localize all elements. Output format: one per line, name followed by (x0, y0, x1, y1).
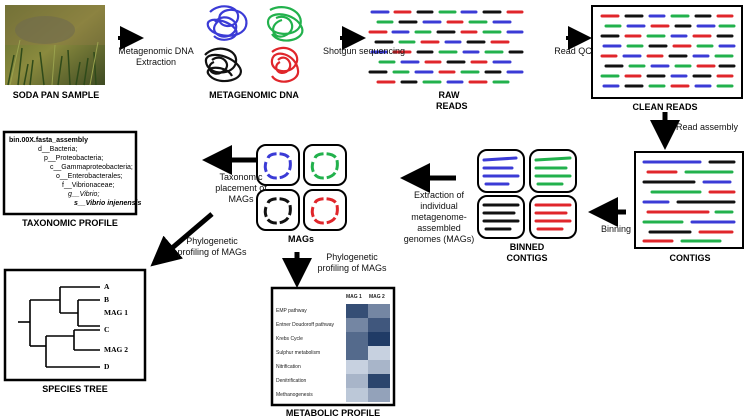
metabolic-row-label: EMP pathway (276, 308, 307, 314)
tree-leaf: MAG 2 (104, 345, 128, 354)
species-tree-illustration (3, 268, 147, 382)
tree-leaf: D (104, 362, 110, 371)
node-metagenomic-dna: METAGENOMIC DNA (209, 90, 299, 100)
node-clean-reads: CLEAN READS (632, 102, 698, 112)
heatmap-cell (346, 360, 368, 374)
taxonomy-line: bin.00X.fasta_assembly (9, 137, 88, 144)
metabolic-heatmap (270, 286, 396, 407)
heatmap-cell (368, 388, 390, 402)
step-extraction: Metagenomic DNA Extraction (118, 46, 194, 67)
node-taxonomic-profile: TAXONOMIC PROFILE (22, 218, 118, 228)
node-contigs: CONTIGS (669, 253, 711, 263)
heatmap-cell (346, 346, 368, 360)
step-phylo-profiling-tree: Phylogenetic profiling of MAGs (177, 236, 247, 257)
node-soda-pan: SODA PAN SAMPLE (12, 90, 100, 100)
arrow-tree (150, 212, 214, 267)
taxonomy-line: c__Gammaproteobacteria; (50, 164, 133, 171)
metabolic-row-label: Denitrification (276, 378, 307, 384)
taxonomy-line: o__Enterobacterales; (56, 173, 123, 180)
contigs-illustration (634, 151, 744, 249)
step-phylo-profiling-mags: Phylogenetic profiling of MAGs (317, 252, 387, 273)
heatmap-cell (346, 304, 368, 318)
step-sequencing: Shotgun sequencing (322, 46, 406, 56)
step-extraction-mags: Extraction of individual metagenome-asse… (403, 190, 475, 244)
metagenomic-dna-illustration (204, 5, 304, 83)
raw-reads-illustration (368, 10, 524, 84)
step-binning: Binning (600, 224, 632, 234)
metabolic-row-label: Nitrification (276, 364, 301, 370)
node-raw-reads: RAW READS (436, 90, 468, 111)
metabolic-column-label: MAG 1 (346, 294, 362, 300)
node-binned-contigs: BINNED CONTIGS (506, 242, 548, 263)
tree-leaf: MAG 1 (104, 308, 128, 317)
metabolic-row-label: Methanogenesis (276, 392, 313, 398)
clean-reads-illustration (591, 5, 743, 99)
binned-contigs-illustration (477, 149, 577, 239)
taxonomy-line: p__Proteobacteria; (44, 155, 104, 162)
step-read-qc: Read QC (554, 46, 592, 56)
node-mags: MAGs (287, 234, 314, 244)
node-metabolic-profile: METABOLIC PROFILE (285, 408, 381, 418)
step-assembly: Read assembly (676, 122, 739, 132)
node-species-tree: SPECIES TREE (42, 384, 108, 394)
taxonomic-profile-box (2, 130, 138, 216)
taxonomy-line: g__Vibrio; (68, 191, 100, 198)
heatmap-cell (368, 346, 390, 360)
taxonomy-line: d__Bacteria; (38, 146, 78, 153)
heatmap-cell (368, 332, 390, 346)
heatmap-cell (368, 360, 390, 374)
step-taxonomic-placement: Taxonomic placement of MAGs (215, 172, 267, 204)
metabolic-row-label: Entner Doudoroff pathway (276, 322, 335, 328)
heatmap-cell (346, 332, 368, 346)
heatmap-cell (368, 304, 390, 318)
heatmap-cell (346, 374, 368, 388)
tree-leaf: A (104, 282, 110, 291)
heatmap-cell (346, 388, 368, 402)
tree-leaf: C (104, 325, 110, 334)
heatmap-cell (346, 318, 368, 332)
heatmap-cell (368, 374, 390, 388)
tree-leaf: B (104, 295, 110, 304)
metabolic-column-label: MAG 2 (369, 294, 385, 300)
metabolic-row-label: Krebs Cycle (276, 336, 303, 342)
heatmap-cell (368, 318, 390, 332)
metabolic-row-label: Sulphur metabolism (276, 350, 321, 356)
soda-pan-photo (5, 5, 105, 86)
mags-illustration (256, 144, 347, 231)
taxonomy-line: f__Vibrionaceae; (62, 182, 115, 189)
taxonomy-line: s__Vibrio injenensis (74, 200, 142, 207)
